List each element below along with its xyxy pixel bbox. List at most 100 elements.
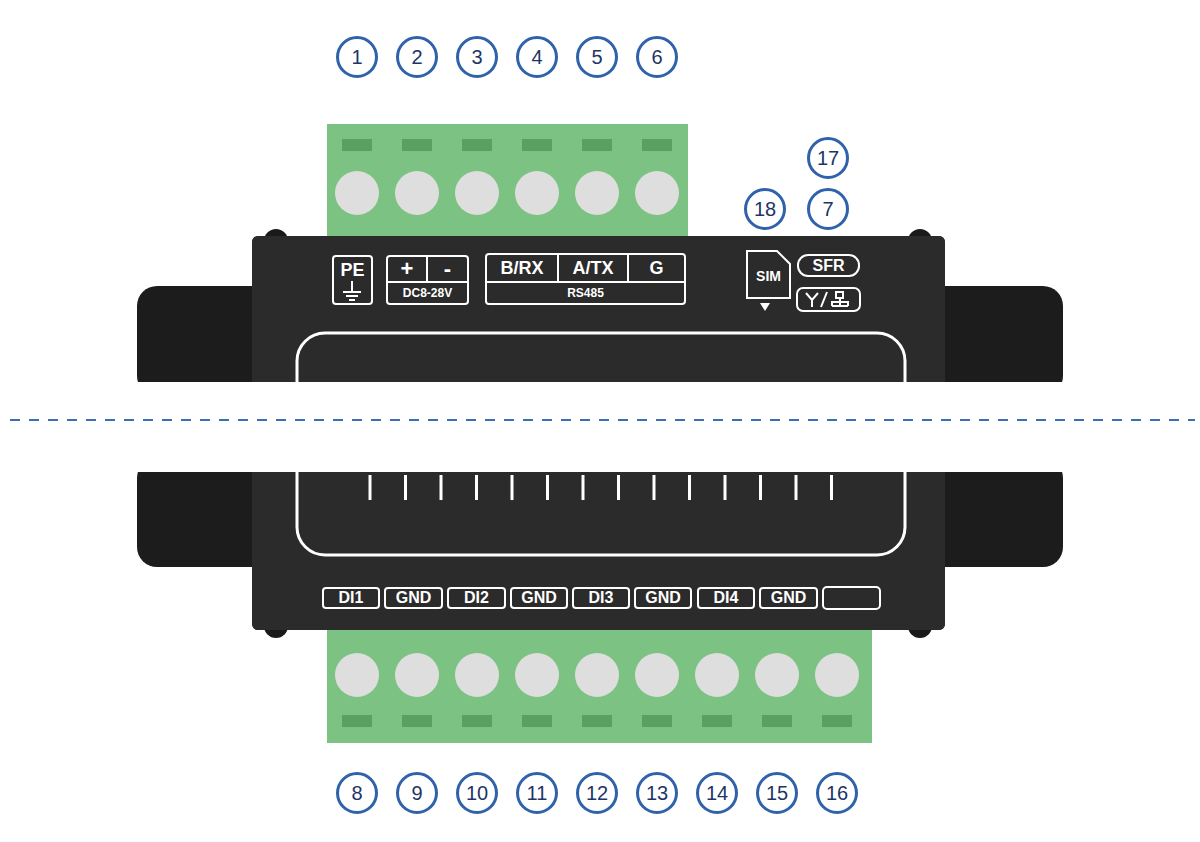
vent-fin [795,475,798,500]
label-text: 4 [519,39,555,75]
vent-fin [653,475,656,500]
label-text: 10 [459,775,495,811]
vent-fin [369,475,372,500]
label-text: B/RX [487,255,559,283]
io-label: DI1 [322,587,380,609]
callout-number: 13 [636,772,678,814]
io-label: GND [510,587,568,609]
label-text: 14 [699,775,735,811]
terminal-latch [462,715,492,727]
terminal-screw [515,653,559,697]
label-text: GND [636,589,690,607]
label-text: PE [334,257,371,283]
vent-fin [617,475,620,500]
callout-number: 8 [336,772,378,814]
callout-number: 17 [807,137,849,179]
callout-number: 12 [576,772,618,814]
insert-arrow [760,303,770,311]
callout-number: 15 [756,772,798,814]
label-text: SIM [747,261,790,291]
label-text: GND [386,589,441,607]
terminal-body [327,628,872,743]
terminal-screw [575,171,619,215]
terminal-latch [402,139,432,151]
callout-number: 14 [696,772,738,814]
callout-number: 10 [456,772,498,814]
io-label: DI4 [697,587,755,609]
sim-outline [747,251,790,298]
label-text: 17 [810,140,846,176]
callout-number: 6 [636,36,678,78]
vent-fin [582,475,585,500]
label-text: G [629,255,684,283]
sim-slot: SIM [747,251,790,298]
label-text: 7 [810,191,846,227]
label-text: 1 [339,39,375,75]
bottom-terminal-block [327,628,872,743]
callout-number: 4 [516,36,558,78]
label-text: 18 [747,191,783,227]
vent-fin [404,475,407,500]
terminal-screw [635,653,679,697]
label-text: 15 [759,775,795,811]
vent-fin [511,475,514,500]
terminal-screw [455,171,499,215]
terminal-latch [462,139,492,151]
label-text: 3 [459,39,495,75]
label-text: - [428,257,467,283]
callout-number: 18 [744,188,786,230]
terminal-latch [582,715,612,727]
terminal-screw [395,653,439,697]
vent-fin [759,475,762,500]
vent-fin [440,475,443,500]
label-text: 9 [399,775,435,811]
label-text: 8 [339,775,375,811]
blank-label [823,587,880,609]
callout-number: 9 [396,772,438,814]
label-text: DI3 [574,589,628,607]
label-text: 13 [639,775,675,811]
io-label: GND [759,587,818,609]
terminal-label: PE [332,255,373,305]
vent-fin [546,475,549,500]
terminal-screw [695,653,739,697]
sfr-button: SFR [797,254,860,277]
terminal-latch [762,715,792,727]
label-text: 6 [639,39,675,75]
label-text: DI2 [449,589,504,607]
terminal-screw [335,171,379,215]
callout-number: 16 [816,772,858,814]
terminal-screw [335,653,379,697]
label-text: DI1 [324,589,378,607]
terminal-screw [815,653,859,697]
terminal-latch [642,139,672,151]
terminal-latch [582,139,612,151]
terminal-latch [522,715,552,727]
ground-symbol [343,281,361,300]
terminal-screw [455,653,499,697]
terminal-latch [342,715,372,727]
label-text: RS485 [487,283,684,303]
terminal-latch [342,139,372,151]
io-label: DI2 [447,587,506,609]
terminal-latch [702,715,732,727]
icon-box [797,288,860,311]
label-text: SFR [799,256,858,275]
callout-number: 7 [807,188,849,230]
vent-fin [475,475,478,500]
terminal-latch [522,139,552,151]
callout-number: 5 [576,36,618,78]
callout-number: 2 [396,36,438,78]
terminal-latch [402,715,432,727]
label-text: 12 [579,775,615,811]
terminal-screw [395,171,439,215]
label-text: DI4 [699,589,753,607]
label-text: 11 [519,775,555,811]
top-terminal-block [327,124,688,237]
terminal-latch [822,715,852,727]
vent-fin [688,475,691,500]
label-text: + [388,257,428,283]
cut-band [0,382,1200,472]
vent-fin [724,475,727,500]
